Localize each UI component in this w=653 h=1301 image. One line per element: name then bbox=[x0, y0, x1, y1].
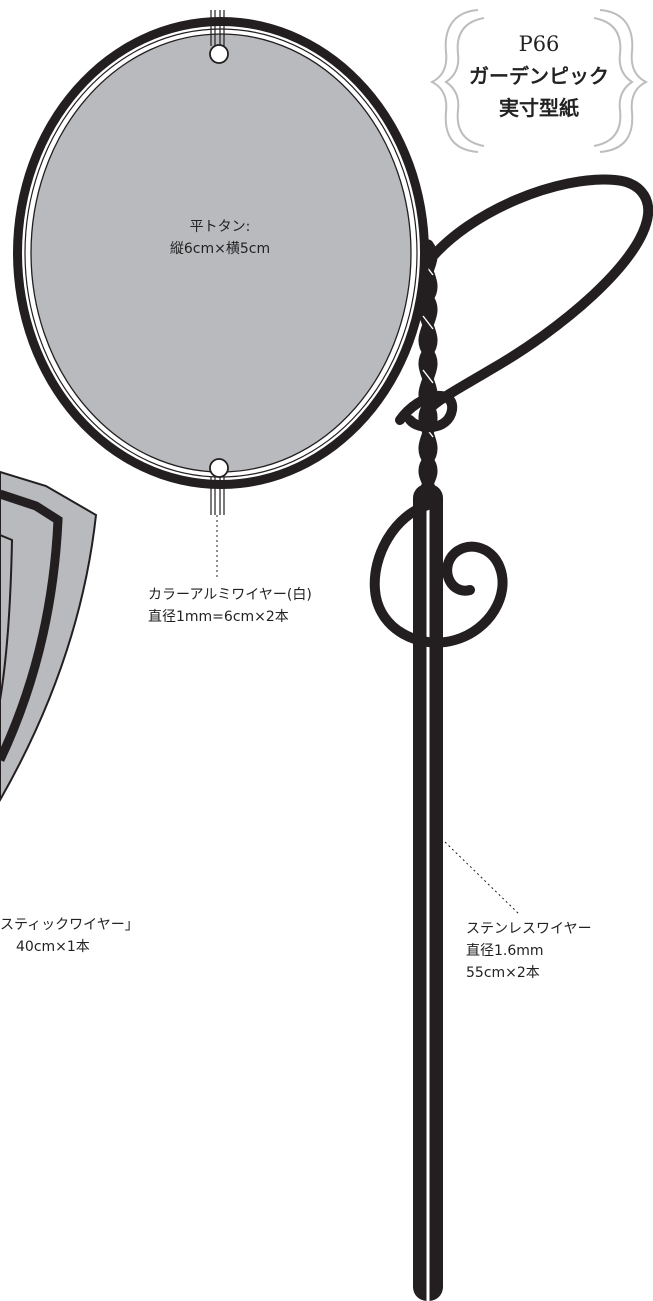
alum-wire-label-line2: 直径1mm=6cm×2本 bbox=[148, 609, 289, 625]
plate-label-line1: 平トタン: bbox=[189, 219, 251, 235]
shield-shape bbox=[0, 470, 98, 803]
wire-knot bbox=[395, 390, 458, 433]
title-badge: P66 ガーデンピック 実寸型紙 bbox=[433, 6, 645, 154]
stick-wire-label-line1: スティックワイヤー」 bbox=[0, 917, 139, 933]
stick-wire-label: スティックワイヤー」 40cm×1本 bbox=[0, 914, 139, 958]
plate-label: 平トタン: 縦6cm×横5cm bbox=[140, 216, 300, 260]
wire-swirl bbox=[369, 500, 508, 648]
stainless-wire-label: ステンレスワイヤー 直径1.6mm 55cm×2本 bbox=[466, 918, 592, 984]
badge-frame bbox=[429, 9, 649, 153]
alum-wire-label: カラーアルミワイヤー(白) 直径1mm=6cm×2本 bbox=[148, 584, 312, 628]
hole-bottom bbox=[209, 458, 229, 515]
alum-wire-label-line1: カラーアルミワイヤー(白) bbox=[148, 587, 312, 603]
stick-wire-label-line2: 40cm×1本 bbox=[16, 939, 90, 955]
leader-lines bbox=[216, 515, 521, 916]
stainless-wire-label-line3: 55cm×2本 bbox=[466, 965, 540, 981]
oval-frame bbox=[13, 17, 429, 489]
badge-title: ガーデンピック bbox=[469, 64, 609, 88]
wire-loop bbox=[423, 174, 653, 415]
hole-top bbox=[209, 10, 229, 64]
stainless-wire-stem bbox=[413, 484, 443, 1301]
badge-page: P66 bbox=[518, 32, 560, 56]
badge-subtitle: 実寸型紙 bbox=[499, 96, 579, 120]
stainless-wire-label-line1: ステンレスワイヤー bbox=[466, 921, 592, 937]
plate-label-line2: 縦6cm×横5cm bbox=[169, 241, 271, 257]
stainless-wire-label-line2: 直径1.6mm bbox=[466, 943, 544, 959]
